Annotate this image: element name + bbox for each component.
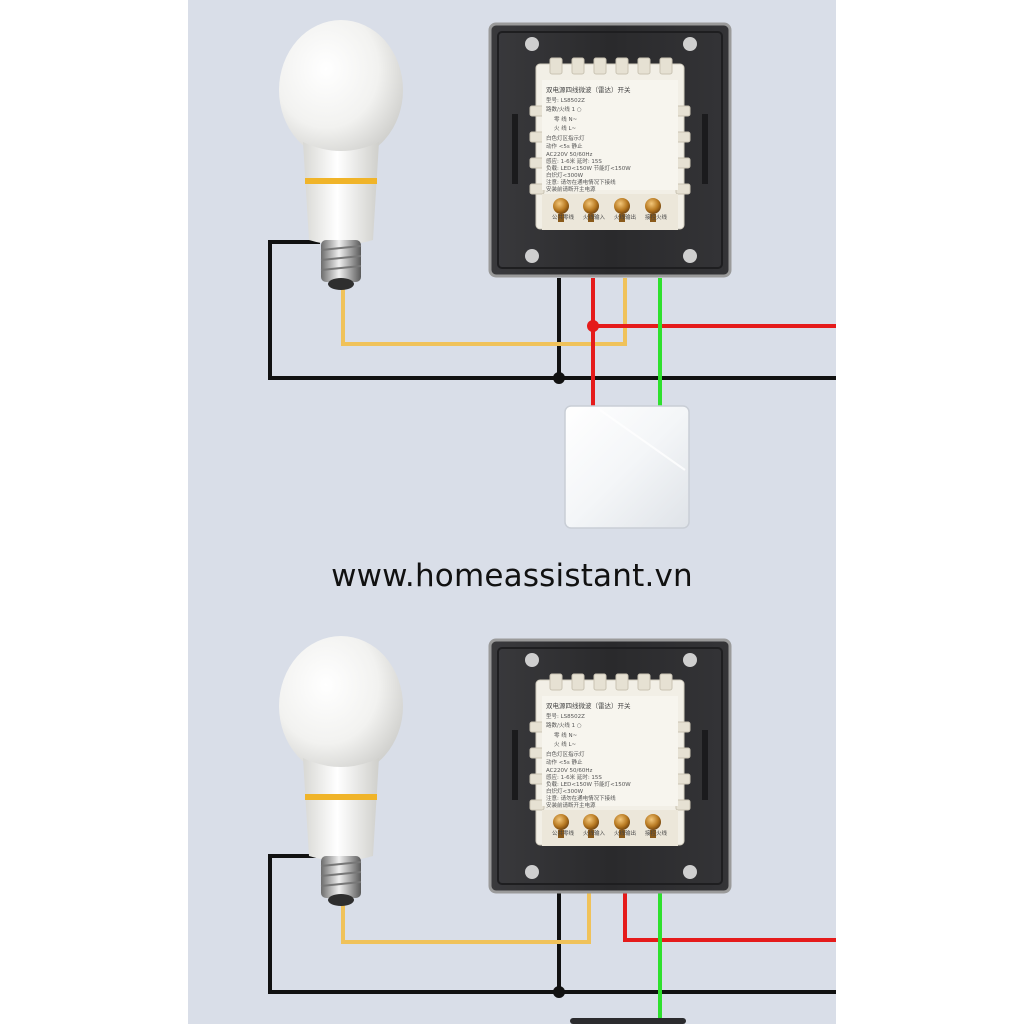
load-wire <box>341 884 591 944</box>
wire-junction-dot-icon <box>587 320 599 332</box>
wall-switch-module-icon <box>488 22 732 278</box>
live-wire <box>623 890 836 942</box>
wiring-group-bottom <box>268 605 836 1024</box>
load-wire <box>341 270 627 346</box>
wire-junction-dot-icon <box>553 986 565 998</box>
wall-switch-module-icon <box>488 638 732 894</box>
push-button-icon <box>564 405 690 529</box>
push-button-edge <box>570 1018 686 1024</box>
light-bulb-icon <box>278 605 404 907</box>
wire-junction-dot-icon <box>553 372 565 384</box>
watermark-text: www.homeassistant.vn <box>331 558 693 594</box>
wiring-group-top <box>268 0 836 529</box>
light-bulb-icon <box>278 0 404 291</box>
